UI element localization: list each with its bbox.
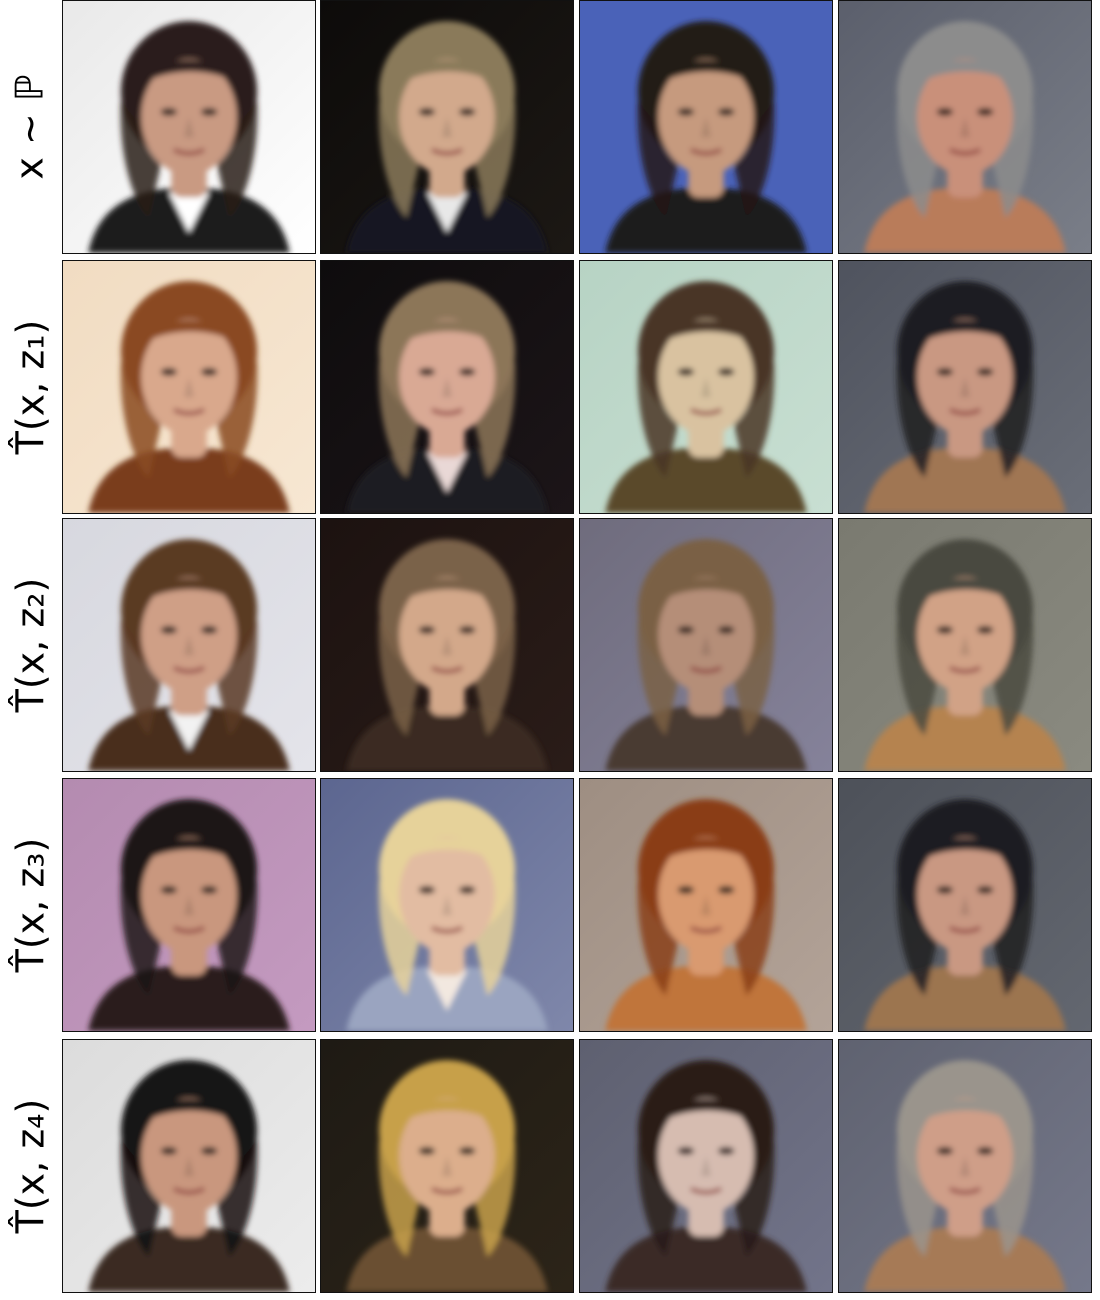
source-face-1 [62,0,316,254]
generated-z3-face-1 [62,778,316,1032]
generated-z2-face-4 [838,518,1092,772]
generated-z2-face-1 [62,518,316,772]
generated-z4-face-2 [320,1039,574,1293]
row-label-text: T̂(x, z₂) [8,577,53,713]
generated-z1-face-1 [62,260,316,514]
generated-z4-face-3 [579,1039,833,1293]
row-label-4: T̂(x, z₃) [0,778,60,1032]
generated-z1-face-2 [320,260,574,514]
generated-z3-face-4 [838,778,1092,1032]
row-label-1: x ~ ℙ [0,0,60,254]
source-face-4 [838,0,1092,254]
generated-z3-face-2 [320,778,574,1032]
row-label-text: T̂(x, z₁) [8,319,53,455]
row-label-5: T̂(x, z₄) [0,1039,60,1293]
row-label-3: T̂(x, z₂) [0,518,60,772]
generated-z1-face-4 [838,260,1092,514]
generated-z4-face-4 [838,1039,1092,1293]
source-face-2 [320,0,574,254]
generated-z2-face-3 [579,518,833,772]
row-label-text: T̂(x, z₃) [8,837,53,973]
row-label-text: T̂(x, z₄) [8,1098,53,1234]
generated-z4-face-1 [62,1039,316,1293]
generated-z2-face-2 [320,518,574,772]
source-face-3 [579,0,833,254]
row-label-text: x ~ ℙ [8,74,53,180]
generated-z1-face-3 [579,260,833,514]
generated-z3-face-3 [579,778,833,1032]
row-label-2: T̂(x, z₁) [0,260,60,514]
